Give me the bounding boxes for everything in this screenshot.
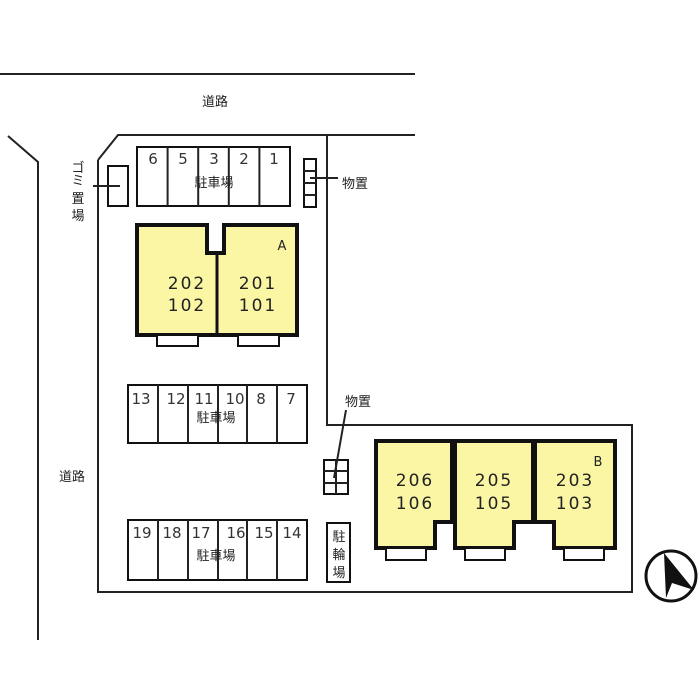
unit-number: 101 bbox=[239, 296, 277, 316]
stall-number: 12 bbox=[166, 390, 185, 408]
building-a-name: A bbox=[278, 239, 287, 254]
stall-number: 15 bbox=[254, 524, 273, 542]
parking-label: 駐車場 bbox=[194, 176, 233, 191]
building-b: B 206 106 205 105 203 103 bbox=[374, 439, 617, 561]
svg-text:輪: 輪 bbox=[332, 547, 345, 563]
stall-number: 3 bbox=[209, 150, 219, 168]
parking-top: 6 5 3 2 1 駐車場 bbox=[136, 146, 291, 207]
parking-label: 駐車場 bbox=[196, 549, 235, 564]
unit-number: 103 bbox=[556, 494, 594, 514]
stall-number: 7 bbox=[286, 390, 296, 408]
building-a: A 202 102 201 101 bbox=[135, 223, 299, 347]
unit-number: 203 bbox=[556, 471, 594, 491]
unit-number: 205 bbox=[475, 471, 513, 491]
stall-number: 19 bbox=[132, 524, 151, 542]
unit-number: 201 bbox=[239, 274, 277, 294]
parking-middle: 13 12 11 10 8 7 駐車場 bbox=[127, 384, 308, 444]
stall-number: 16 bbox=[226, 524, 245, 542]
storage-top bbox=[303, 158, 338, 208]
svg-text:ゴ: ゴ bbox=[71, 160, 84, 176]
stall-number: 6 bbox=[148, 150, 158, 168]
stall-number: 18 bbox=[162, 524, 181, 542]
stall-number: 10 bbox=[225, 390, 244, 408]
unit-number: 106 bbox=[396, 494, 434, 514]
svg-text:ミ: ミ bbox=[71, 174, 84, 189]
top-road-label: 道路 bbox=[202, 94, 228, 110]
unit-number: 102 bbox=[168, 296, 206, 316]
stall-number: 17 bbox=[191, 524, 210, 542]
stall-number: 14 bbox=[282, 524, 301, 542]
stall-number: 8 bbox=[256, 390, 266, 408]
garbage-label: ゴ ミ 置 場 bbox=[71, 160, 84, 224]
parking-bottom: 19 18 17 16 15 14 駐車場 bbox=[127, 519, 308, 581]
svg-text:場: 場 bbox=[71, 209, 84, 224]
storage-middle bbox=[323, 409, 349, 495]
building-b-name: B bbox=[594, 455, 603, 470]
stall-number: 5 bbox=[178, 150, 188, 168]
unit-number: 206 bbox=[396, 471, 434, 491]
svg-text:駐: 駐 bbox=[332, 530, 345, 545]
svg-text:置: 置 bbox=[71, 192, 84, 207]
stall-number: 2 bbox=[239, 150, 249, 168]
unit-number: 202 bbox=[168, 274, 206, 294]
parking-label: 駐車場 bbox=[196, 411, 235, 426]
stall-number: 13 bbox=[131, 390, 150, 408]
storage-middle-label: 物置 bbox=[345, 395, 371, 410]
unit-number: 105 bbox=[475, 494, 513, 514]
stall-number: 1 bbox=[269, 150, 279, 168]
stall-number: 11 bbox=[194, 390, 213, 408]
site-boundary-top bbox=[97, 134, 327, 161]
north-arrow-icon bbox=[644, 549, 698, 603]
left-road-edge bbox=[7, 135, 39, 640]
left-road-label: 道路 bbox=[59, 469, 85, 485]
svg-text:場: 場 bbox=[332, 566, 345, 581]
storage-top-label: 物置 bbox=[342, 177, 368, 192]
bicycle-parking: 駐 輪 場 bbox=[326, 522, 351, 583]
